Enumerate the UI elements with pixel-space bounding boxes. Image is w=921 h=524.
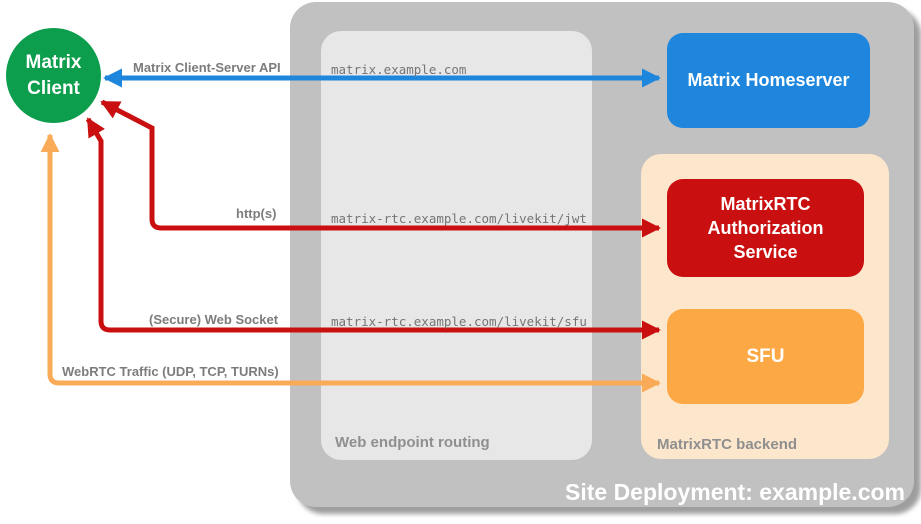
matrix-client-label: Matrix Client [25, 51, 82, 99]
matrix-homeserver-node: Matrix Homeserver [667, 33, 870, 128]
endpoint-matrix: matrix.example.com [331, 62, 467, 77]
sfu-node: SFU [667, 309, 864, 404]
matrixrtc-backend-caption: MatrixRTC backend [657, 436, 798, 453]
endpoint-livekit-sfu: matrix-rtc.example.com/livekit/sfu [331, 314, 587, 329]
matrixrtc-authorization-service-label: MatrixRTC Authorization Service [707, 194, 824, 262]
sfu-label: SFU [746, 345, 785, 367]
web-endpoint-routing-caption: Web endpoint routing [335, 434, 490, 451]
site-deployment-title: Site Deployment: example.com [565, 479, 905, 505]
websocket-arrow-label: (Secure) Web Socket [149, 312, 279, 327]
endpoint-livekit-jwt: matrix-rtc.example.com/livekit/jwt [331, 211, 587, 226]
matrix-homeserver-label: Matrix Homeserver [687, 70, 850, 90]
client-server-api-arrow-label: Matrix Client-Server API [133, 60, 281, 75]
web-endpoint-routing-box [321, 31, 592, 460]
https-arrow-label: http(s) [236, 206, 277, 221]
matrix-client-node: Matrix Client [6, 28, 101, 123]
matrixrtc-authorization-service-node: MatrixRTC Authorization Service [667, 179, 864, 277]
webrtc-traffic-arrow-label: WebRTC Traffic (UDP, TCP, TURNs) [62, 364, 279, 379]
